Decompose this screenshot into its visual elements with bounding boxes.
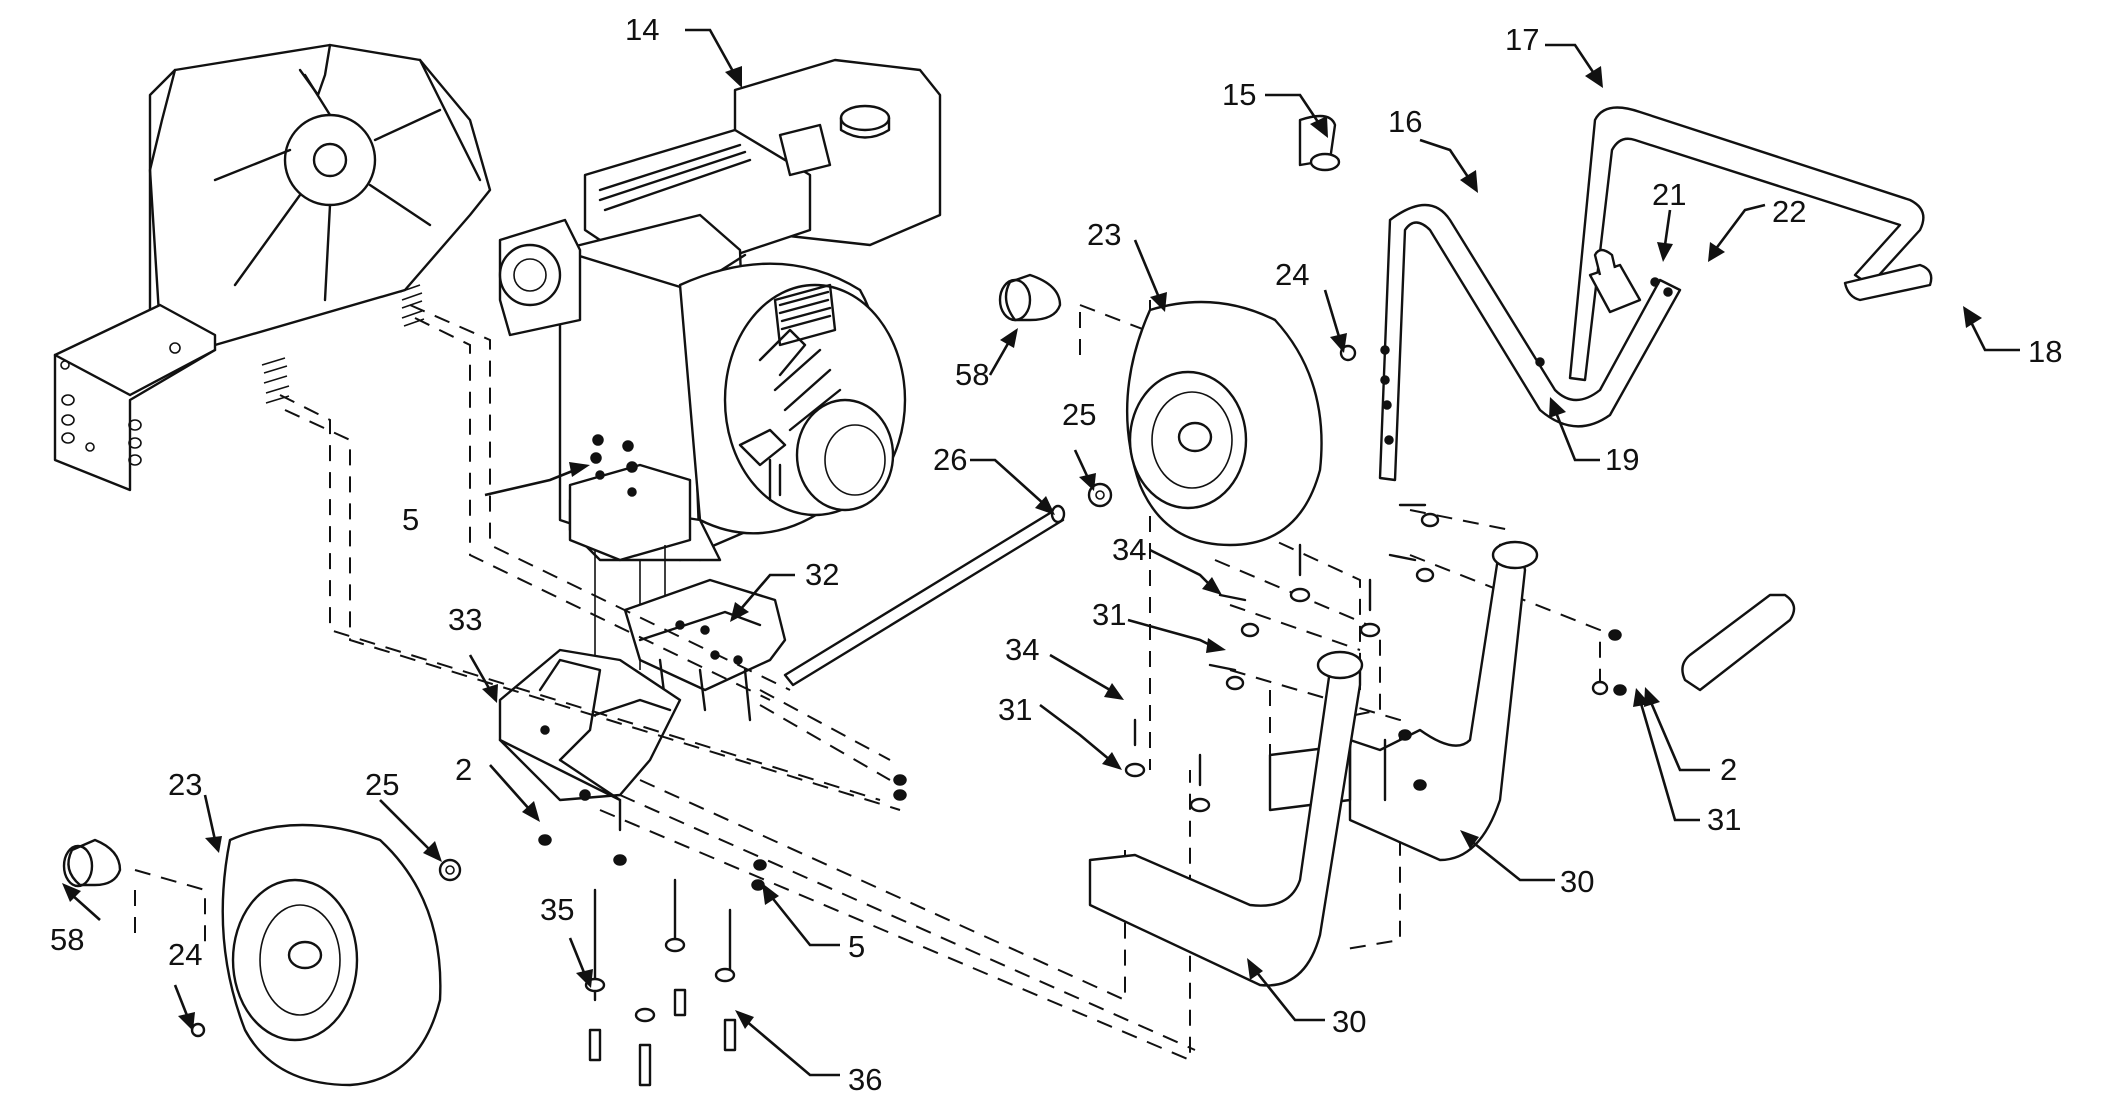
engine-mount-plate	[568, 434, 692, 670]
leader-lines	[62, 28, 2020, 1077]
axle-26	[783, 504, 1066, 687]
callout-34: 34	[1005, 632, 1039, 667]
callout-24: 24	[1275, 257, 1309, 292]
callout-31: 31	[998, 692, 1032, 727]
fasteners-left	[538, 774, 907, 1087]
callout-26: 26	[933, 442, 967, 477]
callout-2: 2	[1720, 752, 1737, 787]
callout-34: 34	[1112, 532, 1146, 567]
callout-5: 5	[402, 502, 419, 537]
callout-24: 24	[168, 937, 202, 972]
blower-housing	[53, 43, 492, 492]
callout-36: 36	[848, 1062, 882, 1097]
wheel-left	[62, 823, 462, 1087]
engine	[498, 58, 942, 562]
callout-31: 31	[1707, 802, 1741, 837]
callout-16: 16	[1388, 104, 1422, 139]
mounting-studs	[261, 284, 425, 404]
callout-33: 33	[448, 602, 482, 637]
callout-19: 19	[1605, 442, 1639, 477]
callout-35: 35	[540, 892, 574, 927]
frame-tube-right	[1268, 540, 1539, 862]
callout-25: 25	[365, 767, 399, 802]
callout-15: 15	[1222, 77, 1256, 112]
callout-31: 31	[1092, 597, 1126, 632]
callout-21: 21	[1652, 177, 1686, 212]
callout-23: 23	[168, 767, 202, 802]
bracket-33	[498, 648, 682, 832]
callout-32: 32	[805, 557, 839, 592]
frame-tube-left	[1088, 650, 1364, 987]
callout-58: 58	[50, 922, 84, 957]
callout-5: 5	[848, 929, 865, 964]
wheel-right	[998, 273, 1357, 547]
bracket-32	[623, 578, 787, 722]
fasteners-right	[1124, 503, 1627, 813]
callout-25: 25	[1062, 397, 1096, 432]
callout-labels: 14 15 16 17 18 19 21 22 23 24 58 25 26 5…	[50, 12, 2062, 1097]
callout-23: 23	[1087, 217, 1121, 252]
callout-58: 58	[955, 357, 989, 392]
callout-17: 17	[1505, 22, 1539, 57]
callout-30: 30	[1332, 1004, 1366, 1039]
callout-18: 18	[2028, 334, 2062, 369]
callout-22: 22	[1772, 194, 1806, 229]
callout-30: 30	[1560, 864, 1594, 899]
handle-assembly	[1298, 106, 1933, 692]
callout-2: 2	[455, 752, 472, 787]
callout-14: 14	[625, 12, 659, 47]
